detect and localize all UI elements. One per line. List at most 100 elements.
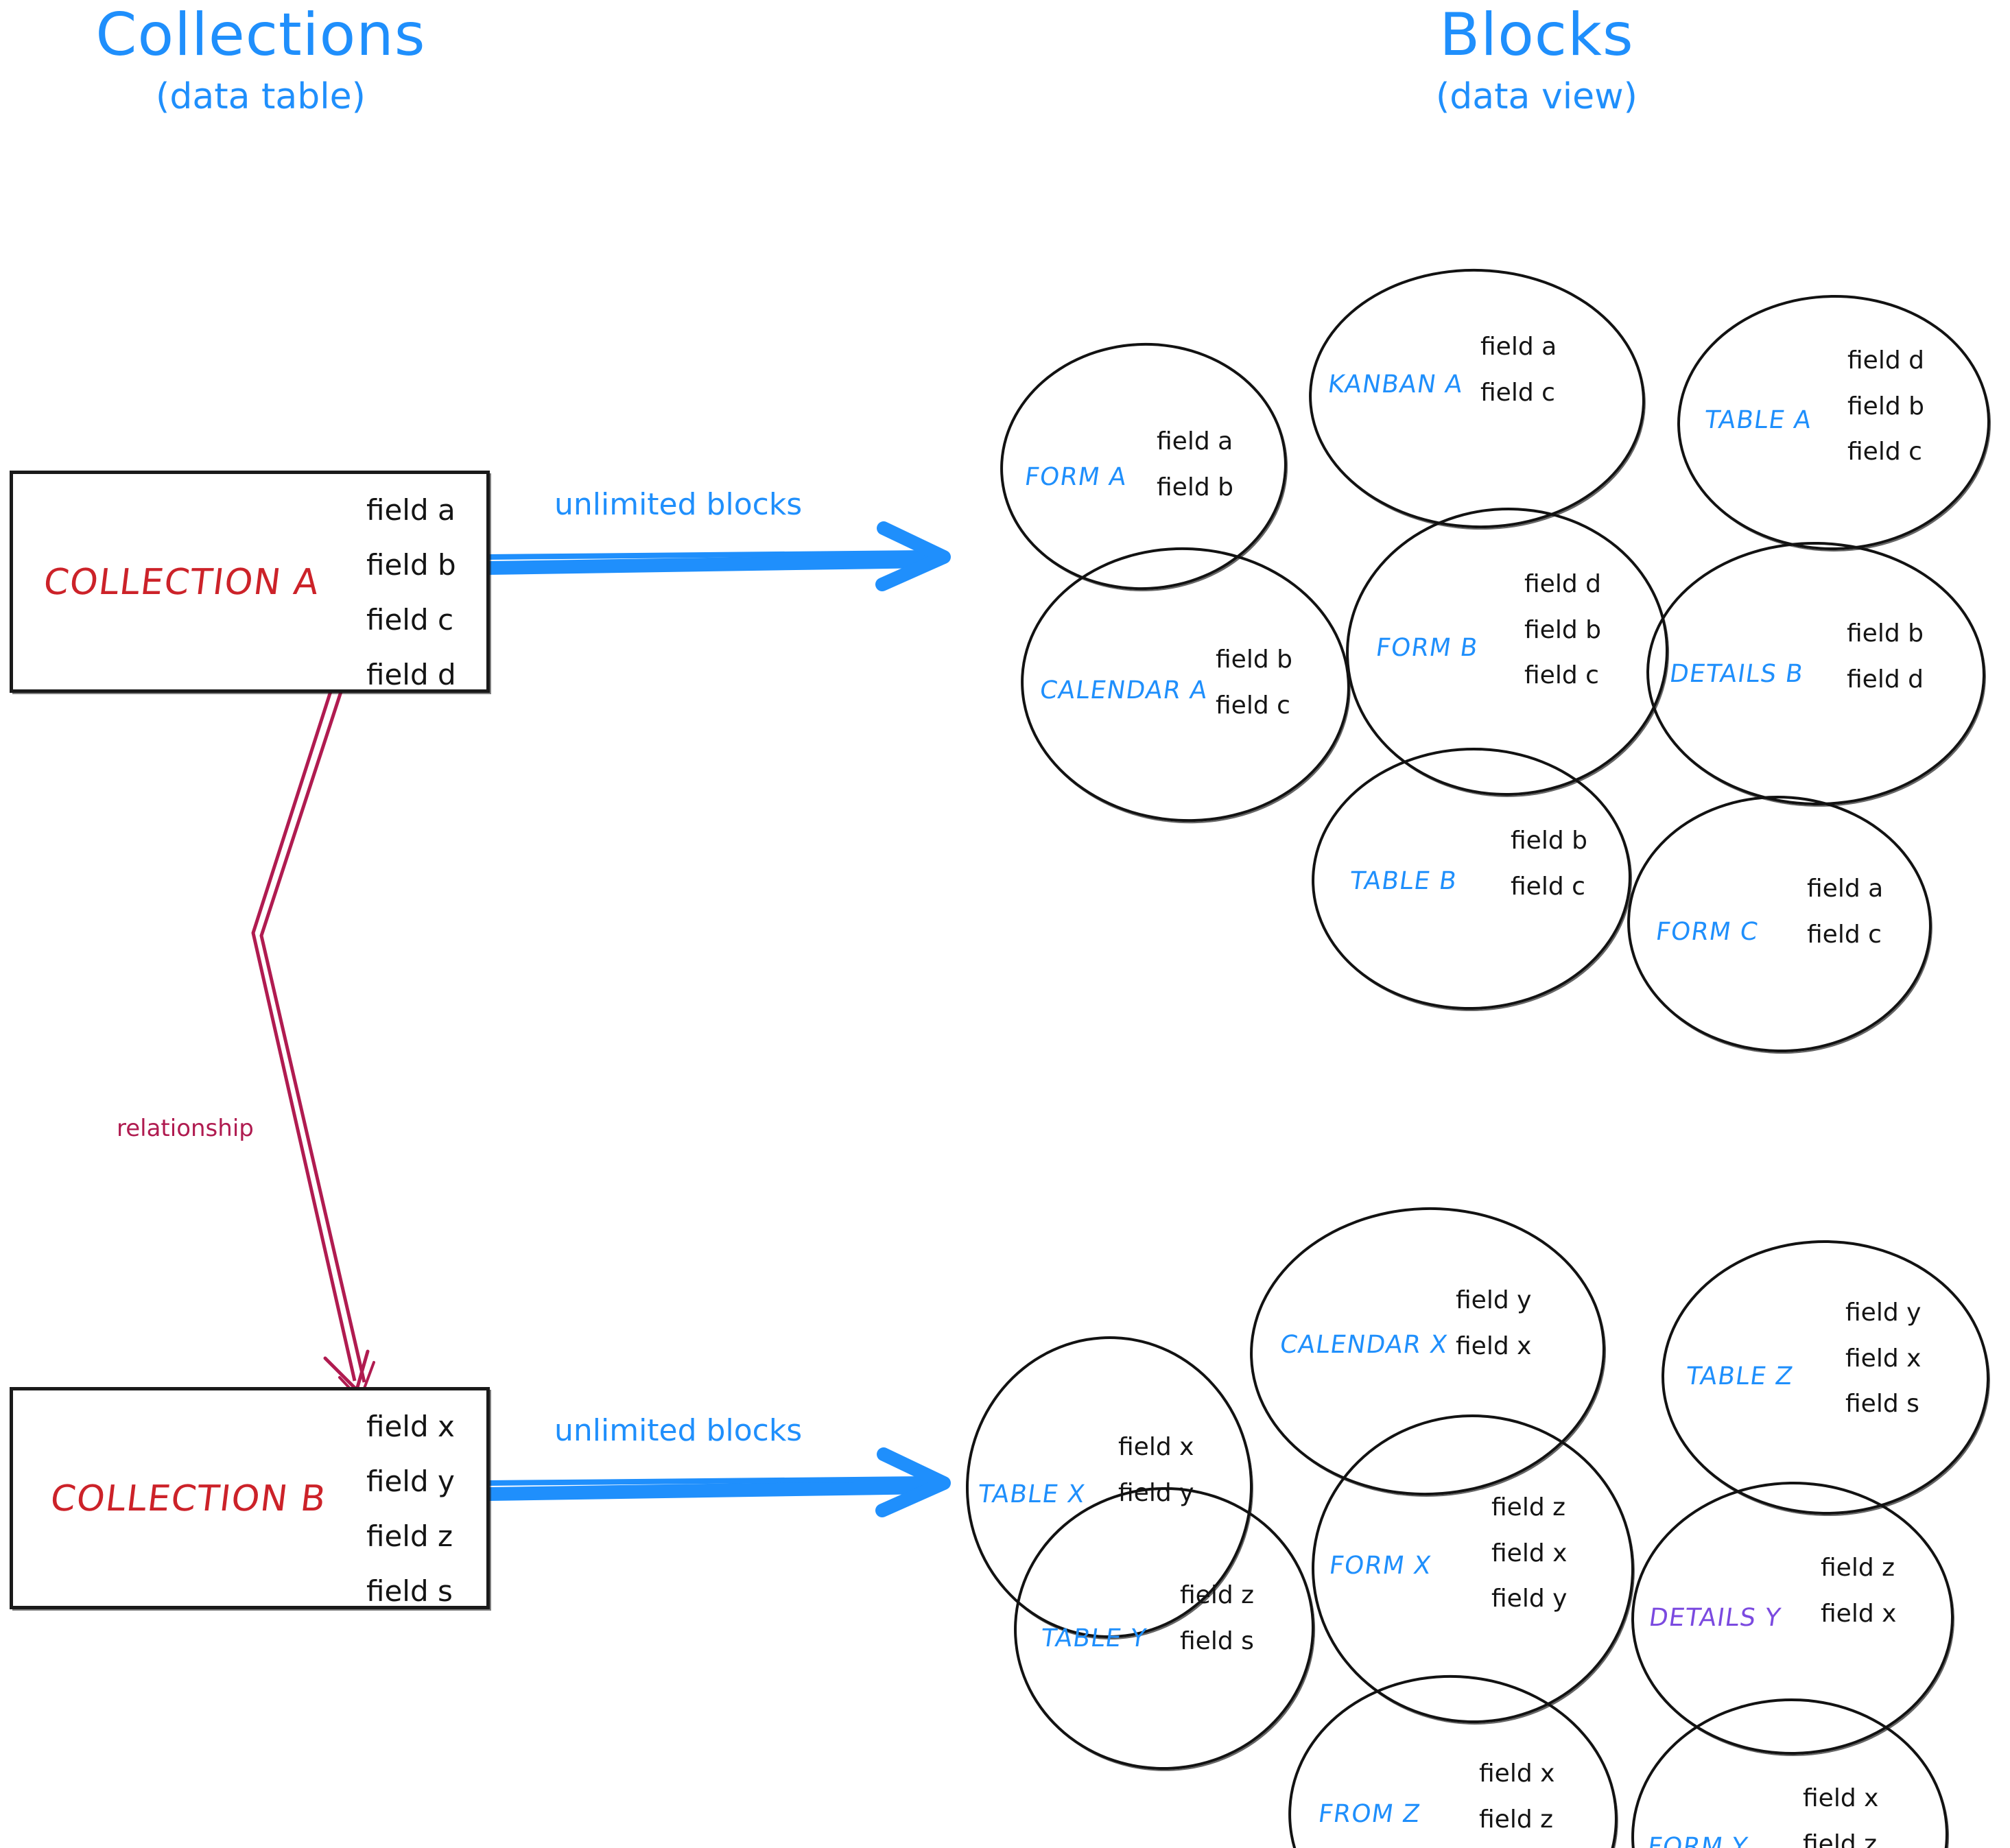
block-fields: field x field z [1479, 1757, 1554, 1836]
block-label: DETAILS Y [1647, 1604, 1783, 1632]
block-label: TABLE A [1703, 406, 1814, 434]
collection-b-name: COLLECTION B [48, 1478, 329, 1519]
field-item: field a [366, 493, 456, 527]
field-item: field c [1847, 438, 1922, 466]
field-item: field s [1180, 1626, 1254, 1655]
block-label: FORM X [1327, 1552, 1434, 1580]
block-label: TABLE B [1348, 867, 1459, 895]
field-item: field y [1456, 1286, 1532, 1314]
field-item: field b [1216, 645, 1292, 674]
collections-title: Collections [95, 1, 426, 69]
field-item: field a [1807, 875, 1884, 903]
field-item: field y [366, 1465, 455, 1498]
ellipse-outline [1627, 1693, 1953, 1848]
block-label: FROM Z [1316, 1800, 1423, 1828]
collection-a-box[interactable]: COLLECTION A field a field b field c fie… [10, 471, 490, 693]
field-item: field x [1479, 1760, 1555, 1788]
unlimited-blocks-label-b: unlimited blocks [554, 1413, 803, 1448]
block-ellipse[interactable]: FORM X field z field x field y [1306, 1408, 1640, 1729]
relationship-connector [251, 676, 375, 1401]
block-label: KANBAN A [1326, 370, 1465, 399]
arrow-collection-b-to-blocks [482, 1447, 951, 1517]
field-item: field c [1480, 378, 1555, 407]
collections-subtitle: (data table) [156, 76, 366, 118]
blocks-title: Blocks [1439, 1, 1634, 69]
block-label: FORM C [1654, 918, 1760, 946]
block-label: TABLE Y [1039, 1624, 1149, 1652]
block-fields: field x field y [1118, 1431, 1194, 1510]
relationship-label: relationship [117, 1115, 254, 1142]
field-item: field s [1845, 1390, 1919, 1419]
block-ellipse[interactable]: TABLE Z field y field x field s [1659, 1237, 1992, 1518]
collection-b-fields: field x field y field z field s [366, 1412, 455, 1606]
field-item: field c [1524, 661, 1599, 690]
field-item: field z [1479, 1805, 1554, 1834]
block-ellipse[interactable]: FORM C field a field c [1622, 790, 1937, 1058]
field-item: field z [366, 1519, 453, 1553]
field-item: field y [1118, 1478, 1194, 1507]
field-item: field d [1524, 570, 1601, 598]
block-label: FORM A [1023, 463, 1129, 491]
collection-a-name: COLLECTION A [41, 562, 322, 603]
field-item: field z [1491, 1493, 1566, 1521]
arrow-collection-a-to-blocks [482, 521, 951, 591]
block-label: TABLE Z [1684, 1362, 1795, 1390]
block-fields: field y field x [1456, 1284, 1531, 1363]
field-item: field x [1118, 1433, 1194, 1461]
field-item: field c [1511, 872, 1585, 901]
field-item: field x [1845, 1344, 1922, 1373]
collections-header: Collections (data table) [41, 4, 480, 121]
field-item: field b [366, 548, 456, 582]
block-ellipse[interactable]: KANBAN A field a field c [1304, 263, 1650, 534]
block-fields: field z field x field y [1491, 1491, 1567, 1616]
field-item: field a [1480, 333, 1557, 361]
field-item: field d [366, 658, 456, 691]
collection-a-fields: field a field b field c field d [366, 496, 456, 689]
field-item: field d [1847, 665, 1924, 694]
block-ellipse[interactable]: FORM A field a field b [993, 335, 1294, 597]
field-item: field d [1847, 346, 1924, 375]
blocks-subtitle: (data view) [1436, 76, 1637, 118]
ellipse-outline [1304, 263, 1650, 534]
field-item: field z [1821, 1554, 1895, 1582]
field-item: field x [1456, 1331, 1532, 1360]
field-item: field y [1491, 1585, 1568, 1613]
collection-b-box[interactable]: COLLECTION B field x field y field z fie… [10, 1387, 490, 1609]
field-item: field z [1803, 1829, 1878, 1848]
block-ellipse[interactable]: FROM Z field x field z [1281, 1666, 1625, 1848]
field-item: field y [1845, 1299, 1922, 1327]
field-item: field z [1180, 1581, 1255, 1609]
block-label: FORM Y [1646, 1833, 1750, 1848]
field-item: field c [366, 603, 454, 637]
field-item: field x [1491, 1539, 1568, 1567]
block-fields: field a field c [1807, 873, 1883, 951]
block-label: DETAILS B [1668, 660, 1806, 688]
field-item: field s [366, 1574, 453, 1608]
block-fields: field a field b [1157, 425, 1233, 504]
block-fields: field z field s [1180, 1579, 1254, 1658]
block-ellipse[interactable]: TABLE Y field z field s [1006, 1479, 1322, 1778]
field-item: field b [1157, 473, 1233, 501]
block-fields: field a field c [1480, 331, 1557, 410]
field-item: field c [1807, 920, 1882, 949]
field-item: field a [1157, 427, 1233, 455]
block-fields: field y field x field s [1845, 1296, 1921, 1421]
blocks-header: Blocks (data view) [1317, 4, 1756, 121]
block-label: FORM B [1374, 634, 1480, 662]
